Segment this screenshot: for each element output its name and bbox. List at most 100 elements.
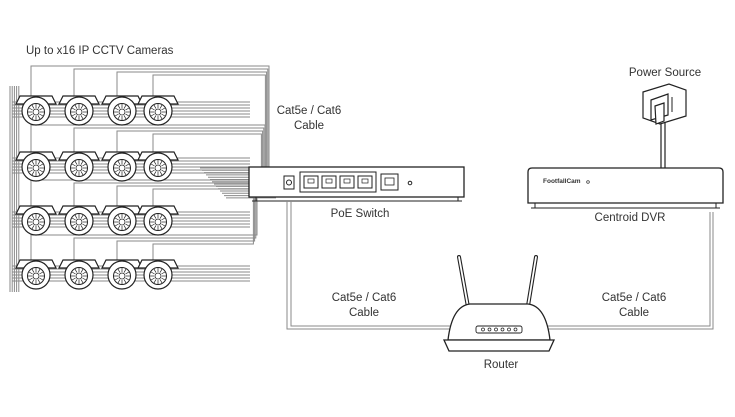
camera-lens-line	[161, 169, 166, 173]
camera-lens-line	[71, 163, 76, 167]
camera-lens-line	[161, 107, 166, 111]
router-label: Router	[483, 359, 519, 371]
plug-grip	[654, 102, 665, 125]
camera-lens-line	[153, 160, 157, 165]
switch-uplink-port	[380, 173, 399, 191]
camera-lens-line	[153, 279, 157, 284]
camera-lens-line	[153, 214, 157, 219]
camera-lens-line	[161, 271, 166, 275]
camera-lens-line	[159, 268, 163, 273]
cable-label-top-line1: Cat5e / Cat6	[276, 105, 342, 117]
camera-lens-line	[117, 115, 121, 120]
camera-lens-line	[159, 214, 163, 219]
camera-lens-line	[153, 268, 157, 273]
camera-lens-line	[39, 277, 44, 281]
camera-lens-line	[114, 163, 119, 167]
camera-lens-line	[114, 217, 119, 221]
camera-lens-line	[82, 113, 87, 117]
camera-lens-line	[71, 113, 76, 117]
camera-lens-line	[37, 268, 41, 273]
camera-lens-line	[161, 223, 166, 227]
camera-lens-line	[82, 169, 87, 173]
camera-lens	[118, 108, 126, 116]
camera-lens-line	[74, 104, 78, 109]
camera-lens-line	[161, 113, 166, 117]
camera-icon	[15, 151, 57, 182]
camera-icon	[58, 151, 100, 182]
switch-port	[339, 175, 355, 189]
camera-lens	[118, 164, 126, 172]
camera-lens-line	[125, 163, 130, 167]
camera-lens-line	[74, 268, 78, 273]
poe-switch-label: PoE Switch	[330, 208, 390, 220]
camera-lens-line	[28, 113, 33, 117]
router-body	[447, 303, 551, 341]
camera-lens-line	[74, 225, 78, 230]
camera-lens-line	[37, 104, 41, 109]
router-led	[494, 327, 498, 332]
switch-power-port-pin	[286, 179, 292, 186]
camera-lens-line	[161, 217, 166, 221]
cable-label-top-line2: Cable	[293, 120, 325, 132]
camera-lens-line	[114, 271, 119, 275]
camera-lens-line	[28, 223, 33, 227]
camera-lens-line	[159, 171, 163, 176]
camera-lens	[118, 218, 126, 226]
switch-port	[321, 175, 337, 189]
camera-lens-line	[114, 223, 119, 227]
cable-router-dvr	[548, 212, 711, 327]
camera-lens-line	[161, 163, 166, 167]
camera-lens-line	[125, 277, 130, 281]
camera-lens-line	[153, 104, 157, 109]
camera-lens-line	[82, 163, 87, 167]
camera-lens-line	[82, 271, 87, 275]
camera-lens-line	[71, 277, 76, 281]
dvr-label: Centroid DVR	[594, 212, 666, 224]
camera-lens-line	[123, 115, 127, 120]
camera-lens	[32, 164, 40, 172]
camera-lens-line	[28, 107, 33, 111]
cameras-label: Up to x16 IP CCTV Cameras	[26, 45, 174, 57]
router-led	[500, 327, 505, 332]
cable-label-right-line2: Cable	[618, 307, 650, 319]
camera-icon	[137, 259, 179, 290]
router-led-panel	[475, 325, 523, 334]
camera-lens-line	[80, 160, 84, 165]
camera-lens-line	[37, 160, 41, 165]
camera-lens-line	[31, 279, 35, 284]
power-source-label: Power Source	[628, 67, 702, 79]
camera-lens-line	[37, 214, 41, 219]
camera-lens-line	[117, 104, 121, 109]
camera-lens-line	[159, 279, 163, 284]
camera-icon	[15, 205, 57, 236]
camera-lens-line	[28, 271, 33, 275]
camera-lens	[32, 272, 40, 280]
camera-lens	[75, 218, 83, 226]
camera-lens-line	[37, 115, 41, 120]
cable-label-left-line2: Cable	[348, 307, 380, 319]
camera-icon	[101, 259, 143, 290]
camera-icon	[137, 205, 179, 236]
camera-lens-line	[114, 113, 119, 117]
camera-lens-line	[150, 113, 155, 117]
camera-lens-line	[80, 171, 84, 176]
camera-lens	[154, 218, 162, 226]
camera-cable	[116, 191, 276, 260]
camera-lens-line	[82, 217, 87, 221]
camera-lens-line	[37, 171, 41, 176]
switch-uplink-pin	[384, 177, 395, 186]
router-icon	[442, 255, 556, 352]
cable-label-left-line1: Cat5e / Cat6	[331, 292, 397, 304]
camera-lens-line	[31, 160, 35, 165]
camera-lens-line	[31, 214, 35, 219]
camera-lens-line	[37, 279, 41, 284]
camera-lens-line	[123, 160, 127, 165]
camera-lens	[32, 218, 40, 226]
camera-lens-line	[82, 223, 87, 227]
cable-label-right: Cat5e / Cat6 Cable	[596, 291, 672, 321]
camera-icon	[137, 95, 179, 126]
cable-switch-router	[286, 201, 455, 330]
camera-lens-line	[39, 113, 44, 117]
camera-lens-line	[153, 115, 157, 120]
